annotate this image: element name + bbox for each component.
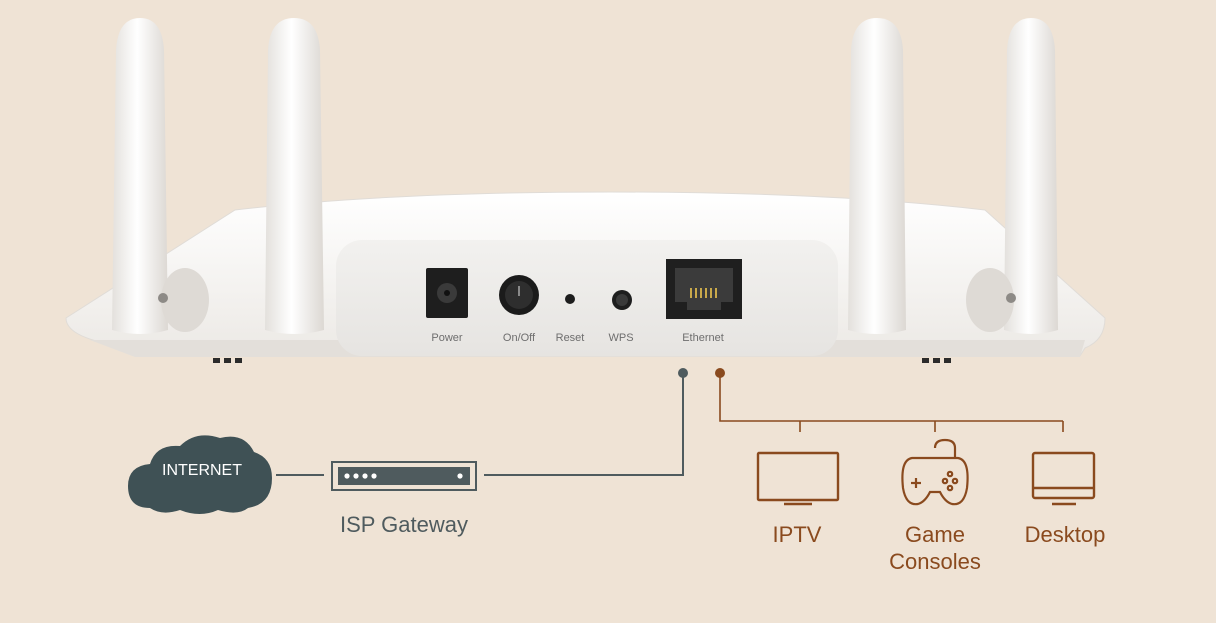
- game-consoles-label-line1: Game: [905, 522, 965, 547]
- antenna-left-outer: [112, 18, 168, 334]
- antenna-hinge-left: [158, 268, 209, 332]
- power-jack: [426, 268, 468, 318]
- device-connection: [715, 368, 1064, 432]
- reset-port-label: Reset: [555, 332, 585, 344]
- router-feet: [213, 358, 951, 363]
- internet-label: INTERNET: [162, 462, 242, 479]
- tv-icon: [756, 451, 840, 506]
- internet-cloud: [128, 435, 272, 514]
- game-consoles-label: Game Consoles: [870, 521, 1000, 575]
- router: [65, 18, 1106, 363]
- isp-gateway-label: ISP Gateway: [340, 512, 468, 537]
- gateway-connection-line: [484, 373, 684, 476]
- wps-port-label: WPS: [608, 332, 634, 344]
- onoff-port-label: On/Off: [502, 332, 536, 344]
- ethernet-port-label: Ethernet: [682, 332, 724, 344]
- wps-button: [612, 290, 632, 310]
- reset-pinhole: [565, 294, 575, 304]
- ethernet-port: [666, 259, 742, 319]
- antenna-left-inner: [265, 18, 324, 334]
- isp-gateway-device: [331, 461, 477, 491]
- power-port-label: Power: [431, 332, 463, 344]
- device-connection-line: [719, 373, 1063, 422]
- desktop-icon: [1031, 451, 1096, 506]
- antenna-hinge-right: [966, 268, 1016, 332]
- gateway-connection: [276, 368, 688, 476]
- desktop-label: Desktop: [1024, 522, 1106, 547]
- gamepad-icon: [901, 438, 969, 506]
- onoff-button: [499, 275, 539, 315]
- game-consoles-label-line2: Consoles: [889, 549, 981, 574]
- antenna-right-outer: [1004, 18, 1058, 334]
- antenna-right-inner: [848, 18, 906, 334]
- iptv-label: IPTV: [772, 522, 822, 547]
